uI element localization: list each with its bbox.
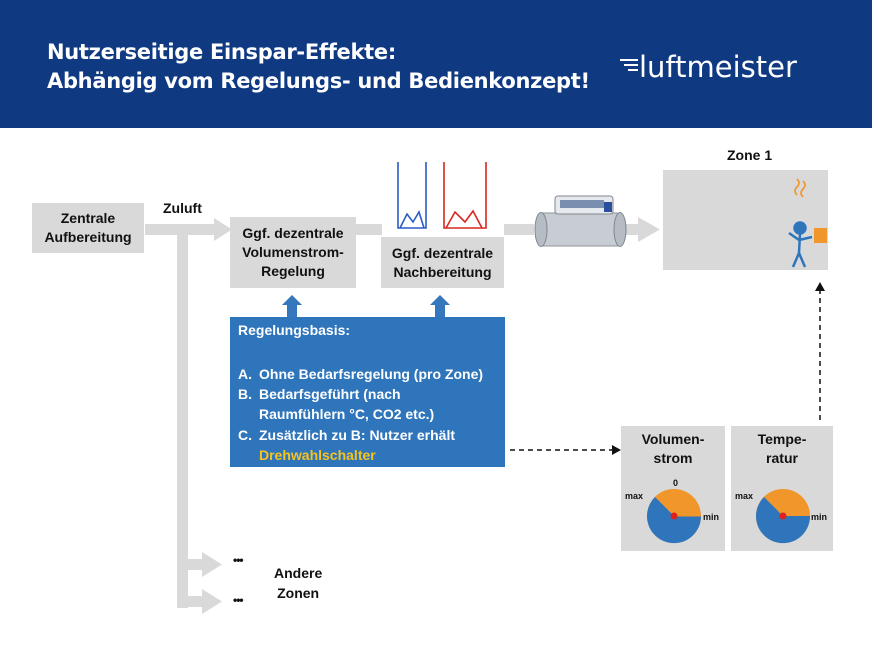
- nachbereitung-line-2: Nachbereitung: [393, 263, 492, 280]
- other-zones-label: Andere Zonen: [274, 563, 322, 603]
- temperatur-max-label: max: [735, 491, 754, 501]
- zone-1-label: Zone 1: [727, 147, 773, 163]
- luftmeister-logo: luftmeister: [618, 50, 797, 84]
- volumenstrom-knob-icon: [647, 489, 702, 544]
- option-c-text-1: Zusätzlich zu B: Nutzer erhält: [259, 427, 456, 443]
- other-zone-dots-2: •••: [233, 593, 244, 607]
- option-a-marker: A.: [238, 366, 252, 382]
- page-title: Nutzerseitige Einspar-Effekte: Abhängig …: [47, 38, 590, 96]
- heat-waves-icon: [794, 178, 806, 198]
- volumenstrom-max-label: max: [625, 491, 644, 501]
- branch-arm-2: [182, 596, 205, 607]
- option-c-text-2: Drehwahlschalter: [259, 447, 376, 463]
- volumenstrom-title-2: strom: [653, 450, 693, 466]
- up-arrow-nachbereitung: [430, 295, 450, 317]
- option-a-text: Ohne Bedarfsregelung (pro Zone): [259, 366, 484, 382]
- branch-duct: [177, 229, 188, 608]
- up-arrow-volumen: [282, 295, 302, 317]
- nachbereitung-line-1: Ggf. dezentrale: [391, 244, 494, 261]
- title-line-2: Abhängig vom Regelungs- und Bedienkonzep…: [47, 69, 590, 93]
- regelungsbasis-panel: Regelungsbasis: A. Ohne Bedarfsregelung …: [230, 317, 505, 467]
- zentrale-line-1: Zentrale: [60, 210, 116, 226]
- volumenstrom-zero-label: 0: [673, 478, 679, 488]
- option-b-marker: B.: [238, 386, 252, 402]
- vav-damper-icon: [534, 195, 627, 247]
- person-icon: [788, 221, 813, 268]
- temperatur-min-label: min: [811, 512, 828, 522]
- zentrale-line-2: Aufbereitung: [44, 229, 132, 245]
- regelungsbasis-heading: Regelungsbasis:: [238, 322, 351, 338]
- room-controller-icon: [814, 228, 827, 243]
- volumen-line-2: Volumenstrom-: [242, 244, 344, 260]
- heat-exchanger-icon: [397, 162, 487, 229]
- other-zones-line-2: Zonen: [277, 585, 320, 601]
- duct-segment-3: [504, 224, 534, 235]
- duct-segment-4: [620, 224, 642, 235]
- temperatur-title-1: Tempe-: [757, 431, 807, 447]
- dashed-arrowhead-right: [612, 445, 621, 455]
- temperatur-title-2: ratur: [766, 450, 798, 466]
- duct-arrowhead-2: [638, 217, 660, 242]
- volumenstrom-title-1: Volumen-: [641, 431, 705, 447]
- logo-lines-icon: [618, 59, 638, 73]
- option-c-marker: C.: [238, 427, 252, 443]
- branch-arrowhead-2: [202, 589, 222, 614]
- branch-arrowhead-1: [202, 552, 222, 577]
- duct-arrowhead-1: [214, 218, 232, 241]
- other-zones-line-1: Andere: [274, 565, 323, 581]
- dashed-arrowhead-up: [815, 282, 825, 291]
- volumenstrom-min-label: min: [703, 512, 720, 522]
- option-b-text-1: Bedarfsgeführt (nach: [259, 386, 401, 402]
- branch-arm-1: [182, 559, 205, 570]
- temperatur-knob-icon: [756, 489, 811, 544]
- logo-text: luftmeister: [639, 50, 797, 84]
- option-b-text-2: Raumfühlern °C, CO2 etc.): [259, 406, 435, 422]
- header-banner: Nutzerseitige Einspar-Effekte: Abhängig …: [0, 0, 872, 128]
- duct-segment-2: [356, 224, 382, 235]
- title-line-1: Nutzerseitige Einspar-Effekte:: [47, 40, 396, 64]
- other-zone-dots-1: •••: [233, 553, 244, 567]
- zuluft-label: Zuluft: [163, 200, 202, 216]
- volumen-line-3: Regelung: [261, 263, 325, 279]
- volumen-line-1: Ggf. dezentrale: [242, 225, 344, 241]
